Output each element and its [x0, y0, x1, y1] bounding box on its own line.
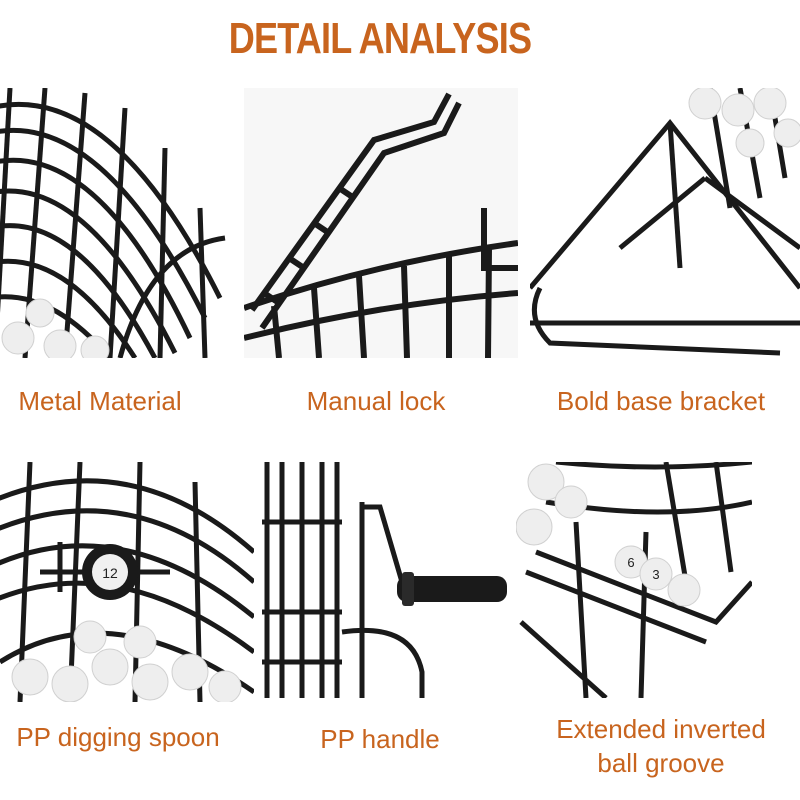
manual-lock-photo — [244, 88, 518, 358]
caption-pp-digging-spoon: PP digging spoon — [16, 722, 220, 752]
groove-ball-label: 6 — [627, 555, 634, 570]
caption-manual-lock: Manual lock — [306, 386, 446, 416]
caption-bold-base-bracket: Bold base bracket — [556, 386, 766, 416]
digging-spoon-photo: 12 — [0, 462, 254, 702]
caption-metal-material: Metal Material — [18, 386, 182, 416]
caption-extended-inverted: Extended inverted — [556, 714, 766, 744]
pp-handle-photo — [262, 462, 516, 698]
caption-pp-handle: PP handle — [320, 724, 440, 754]
ball-groove-photo: 3 6 — [516, 462, 752, 698]
groove-ball-label: 3 — [652, 567, 659, 582]
page-title: DETAIL ANALYSIS — [228, 14, 532, 63]
spoon-ball-number: 12 — [102, 565, 118, 581]
caption-ball-groove: ball groove — [597, 748, 725, 778]
metal-material-photo — [0, 88, 226, 358]
base-bracket-photo — [530, 88, 800, 358]
